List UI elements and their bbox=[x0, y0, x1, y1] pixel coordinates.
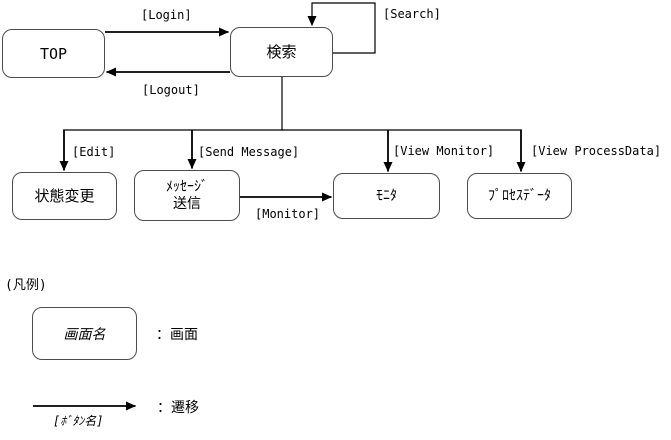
legend-transition-meaning: ：遷移 bbox=[157, 400, 199, 416]
node-search-label: 検索 bbox=[266, 43, 297, 61]
edge-search-self-label: [Search] bbox=[383, 7, 441, 21]
edge-search-self-loop bbox=[307, 2, 376, 54]
legend-screen-box-label: 画面名 bbox=[63, 326, 106, 343]
legend-screen-box: 画面名 bbox=[32, 307, 137, 360]
node-top-label: TOP bbox=[39, 44, 68, 63]
edge-view-process-data-label: [View ProcessData] bbox=[531, 144, 662, 158]
node-state-change-label: 状態変更 bbox=[34, 187, 95, 205]
node-state-change: 状態変更 bbox=[12, 172, 117, 220]
legend-button-name-label: [ﾎﾞﾀﾝ名] bbox=[53, 414, 104, 428]
legend-title: (凡例) bbox=[5, 278, 47, 293]
edge-view-monitor-label: [View Monitor] bbox=[393, 144, 495, 158]
node-message-send-label-line1: ﾒｯｾｰｼﾞ bbox=[166, 178, 208, 195]
edge-send-message-label: [Send Message] bbox=[198, 145, 300, 159]
edge-edit-label: [Edit] bbox=[72, 145, 116, 159]
node-monitor: ﾓﾆﾀ bbox=[333, 173, 440, 219]
edge-monitor-label: [Monitor] bbox=[255, 207, 321, 221]
node-process-data-label: ﾌﾟﾛｾｽﾃﾞｰﾀ bbox=[488, 187, 551, 204]
node-process-data: ﾌﾟﾛｾｽﾃﾞｰﾀ bbox=[467, 173, 572, 219]
edge-logout-label: [Logout] bbox=[142, 83, 200, 97]
node-message-send-label-line2: 送信 bbox=[173, 195, 201, 212]
node-search: 検索 bbox=[230, 27, 333, 77]
edge-login-label: [Login] bbox=[141, 8, 192, 22]
node-monitor-label: ﾓﾆﾀ bbox=[376, 187, 397, 204]
legend-screen-meaning: ：画面 bbox=[156, 327, 198, 343]
node-message-send: ﾒｯｾｰｼﾞ 送信 bbox=[134, 170, 240, 221]
node-top: TOP bbox=[2, 29, 105, 78]
